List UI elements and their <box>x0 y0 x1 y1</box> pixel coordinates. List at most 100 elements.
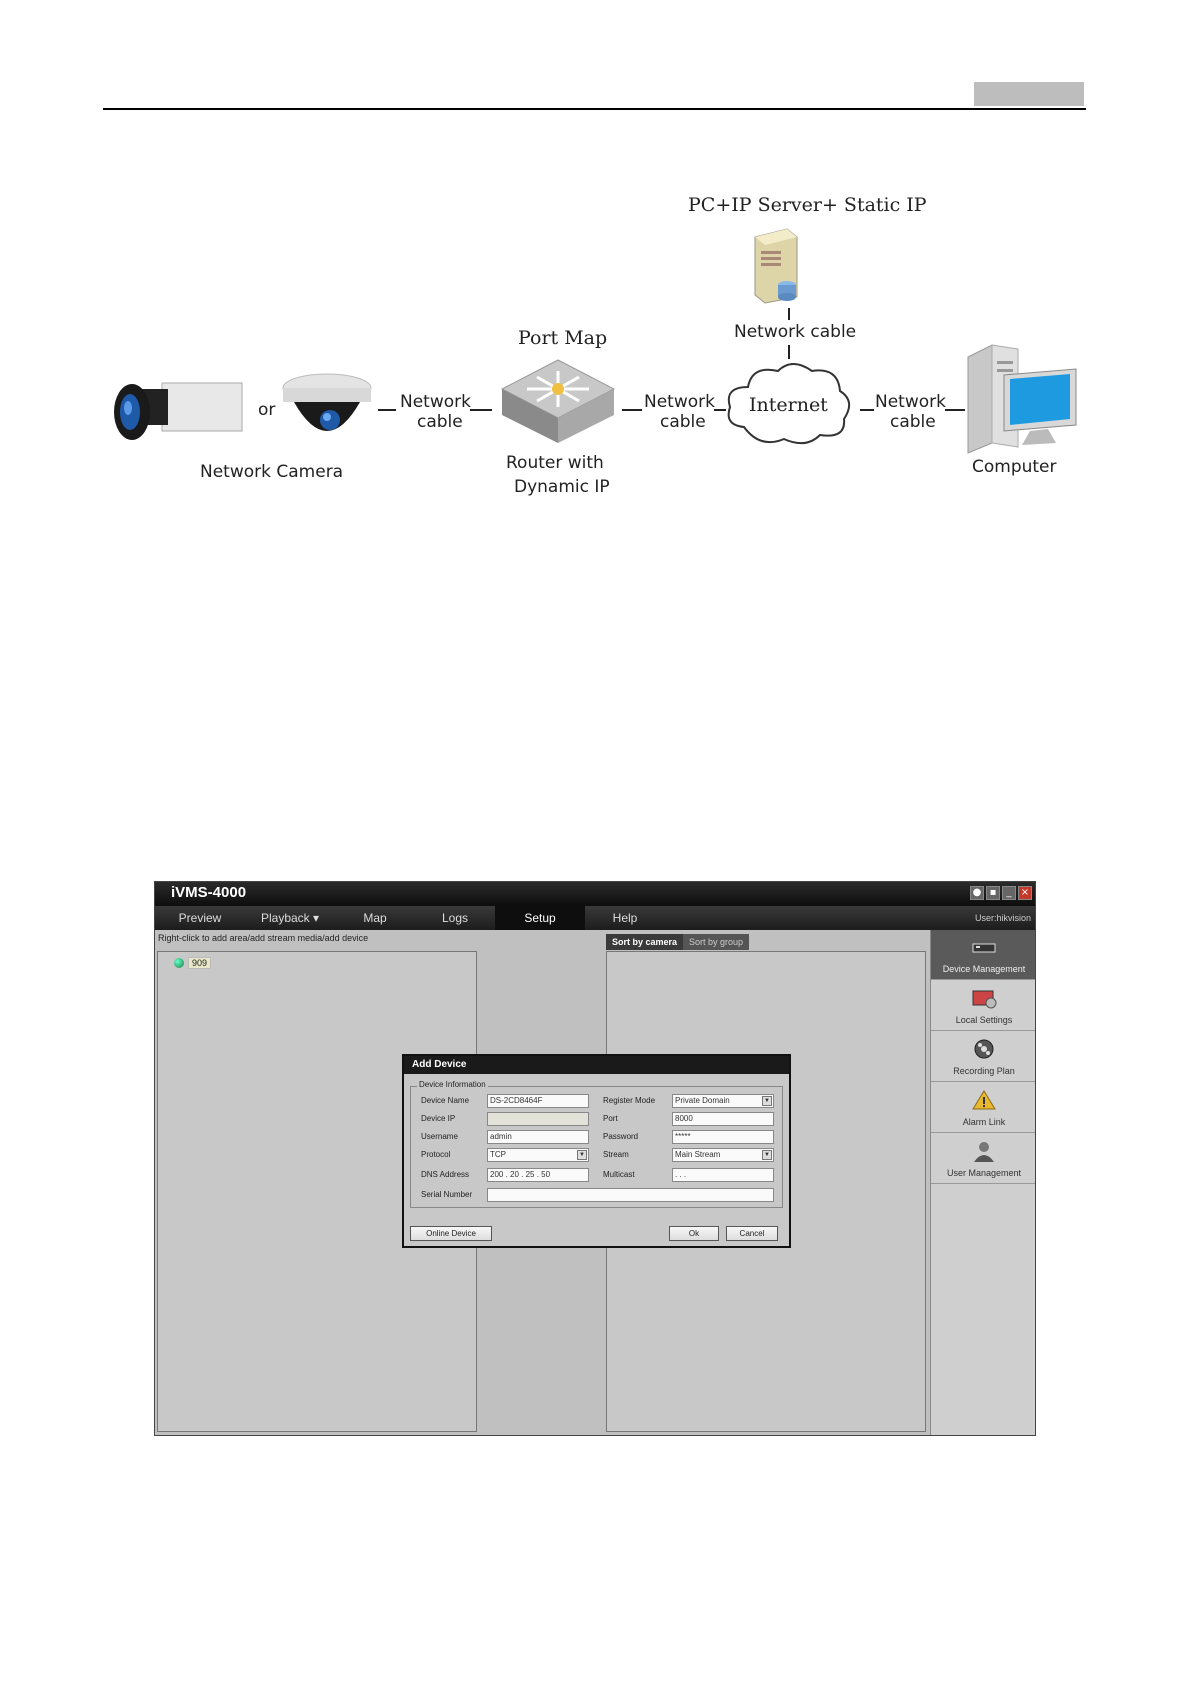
password-input[interactable]: ***** <box>672 1130 774 1144</box>
serial-number-label: Serial Number <box>421 1190 473 1199</box>
device-icon <box>972 943 996 953</box>
device-ip-label: Device IP <box>421 1114 456 1123</box>
computer-label: Computer <box>972 457 1057 477</box>
user-icon[interactable]: ● <box>970 886 984 900</box>
tab-sort-by-camera[interactable]: Sort by camera <box>606 934 684 950</box>
username-input[interactable]: admin <box>487 1130 589 1144</box>
line-2 <box>470 409 492 411</box>
serial-number-input[interactable] <box>487 1188 774 1202</box>
sidebar-item-recording-plan[interactable]: Recording Plan <box>931 1032 1035 1082</box>
device-name-input[interactable]: DS-2CD8464F <box>487 1094 589 1108</box>
cable-label-2a: Network <box>644 392 715 412</box>
port-input[interactable]: 8000 <box>672 1112 774 1126</box>
cable-label-2b: cable <box>660 412 706 432</box>
server-cable-line-2 <box>788 345 790 359</box>
server-cable-line <box>788 308 790 320</box>
globe-icon <box>174 958 184 968</box>
header-rule <box>103 108 1086 110</box>
online-device-button[interactable]: Online Device <box>410 1226 492 1241</box>
user-status: User:hikvision <box>974 913 1031 923</box>
add-device-dialog: Add Device Device Information Device Nam… <box>402 1054 791 1248</box>
camera-tabs: Sort by camera Sort by group <box>606 934 750 950</box>
close-icon[interactable]: × <box>1018 886 1032 900</box>
cable-label-3a: Network <box>875 392 946 412</box>
protocol-label: Protocol <box>421 1150 451 1159</box>
register-mode-select[interactable]: Private Domain ▼ <box>672 1094 774 1108</box>
header-tab-box <box>974 82 1084 106</box>
network-diagram: PC+IP Server+ Static IP Network cable or… <box>100 185 1090 505</box>
line-3 <box>622 409 642 411</box>
menu-bar: Preview Playback ▾ Map Logs Setup Help U… <box>155 906 1035 930</box>
multicast-label: Multicast <box>603 1170 635 1179</box>
port-map-label: Port Map <box>518 327 608 349</box>
line-5 <box>860 409 874 411</box>
internet-cloud-icon <box>727 363 851 445</box>
menu-logs[interactable]: Logs <box>441 911 469 925</box>
multicast-input[interactable]: . . . <box>672 1168 774 1182</box>
ok-button[interactable]: Ok <box>669 1226 719 1241</box>
tree-item[interactable]: 909 <box>174 957 212 969</box>
device-ip-input[interactable] <box>487 1112 589 1126</box>
dome-camera-icon <box>282 373 372 431</box>
sidebar-item-user-management[interactable]: User Management <box>931 1134 1035 1184</box>
server-title: PC+IP Server+ Static IP <box>688 194 927 216</box>
or-label: or <box>258 400 276 420</box>
device-name-label: Device Name <box>421 1096 470 1105</box>
right-sidebar: Device Management Local Settings Recordi… <box>930 930 1035 1435</box>
ivms-window: iVMS-4000 ● ▪ _ × Preview Playback ▾ Map… <box>154 881 1036 1436</box>
router-label-1: Router with <box>506 453 604 473</box>
film-reel-icon <box>974 1039 994 1059</box>
password-label: Password <box>603 1132 639 1141</box>
network-camera-label: Network Camera <box>200 462 344 482</box>
dns-address-label: DNS Address <box>421 1170 470 1179</box>
box-camera-icon <box>114 382 243 440</box>
sidebar-item-alarm-link[interactable]: Alarm Link <box>931 1083 1035 1133</box>
sidebar-item-local-settings[interactable]: Local Settings <box>931 981 1035 1031</box>
minimize-icon[interactable]: _ <box>1002 886 1016 900</box>
lock-icon[interactable]: ▪ <box>986 886 1000 900</box>
cable-label-1a: Network <box>400 392 471 412</box>
settings-icon <box>972 990 997 1009</box>
line-6 <box>945 409 965 411</box>
register-mode-value: Private Domain <box>675 1096 730 1105</box>
dns-address-input[interactable]: 200 . 20 . 25 . 50 <box>487 1168 589 1182</box>
server-icon <box>754 228 798 304</box>
cancel-button[interactable]: Cancel <box>726 1226 778 1241</box>
stream-value: Main Stream <box>675 1150 721 1159</box>
app-title: iVMS-4000 <box>171 884 247 901</box>
sidebar-item-device-management[interactable]: Device Management <box>931 930 1035 980</box>
window-controls: ● ▪ _ × <box>970 886 1032 900</box>
tree-item-label: 909 <box>188 957 212 969</box>
cable-label-1b: cable <box>417 412 463 432</box>
menu-help[interactable]: Help <box>612 911 638 925</box>
user-icon <box>974 1142 994 1162</box>
router-icon <box>500 359 616 443</box>
menu-map[interactable]: Map <box>363 911 387 925</box>
register-mode-label: Register Mode <box>603 1096 656 1105</box>
menu-preview[interactable]: Preview <box>178 911 222 925</box>
stream-select[interactable]: Main Stream ▼ <box>672 1148 774 1162</box>
stream-label: Stream <box>603 1150 629 1159</box>
protocol-select[interactable]: TCP ▼ <box>487 1148 589 1162</box>
warning-icon <box>972 1090 996 1110</box>
title-bar: iVMS-4000 ● ▪ _ × <box>155 882 1035 906</box>
chevron-down-icon: ▼ <box>577 1150 587 1160</box>
cable-label-3b: cable <box>890 412 936 432</box>
protocol-value: TCP <box>490 1150 506 1159</box>
dialog-title: Add Device <box>404 1056 789 1074</box>
tree-hint: Right-click to add area/add stream media… <box>158 933 369 943</box>
router-label-2: Dynamic IP <box>514 477 610 497</box>
username-label: Username <box>421 1132 458 1141</box>
server-cable-label: Network cable <box>734 322 857 342</box>
line-4 <box>714 409 726 411</box>
menu-setup[interactable]: Setup <box>495 906 585 930</box>
group-legend: Device Information <box>417 1080 488 1089</box>
device-info-group: Device Information Device Name DS-2CD846… <box>410 1080 783 1208</box>
chevron-down-icon: ▼ <box>762 1096 772 1106</box>
chevron-down-icon: ▼ <box>762 1150 772 1160</box>
tab-sort-by-group[interactable]: Sort by group <box>683 934 750 950</box>
computer-icon <box>967 344 1077 454</box>
menu-playback[interactable]: Playback ▾ <box>260 911 320 925</box>
port-label: Port <box>603 1114 618 1123</box>
line-1 <box>378 409 396 411</box>
